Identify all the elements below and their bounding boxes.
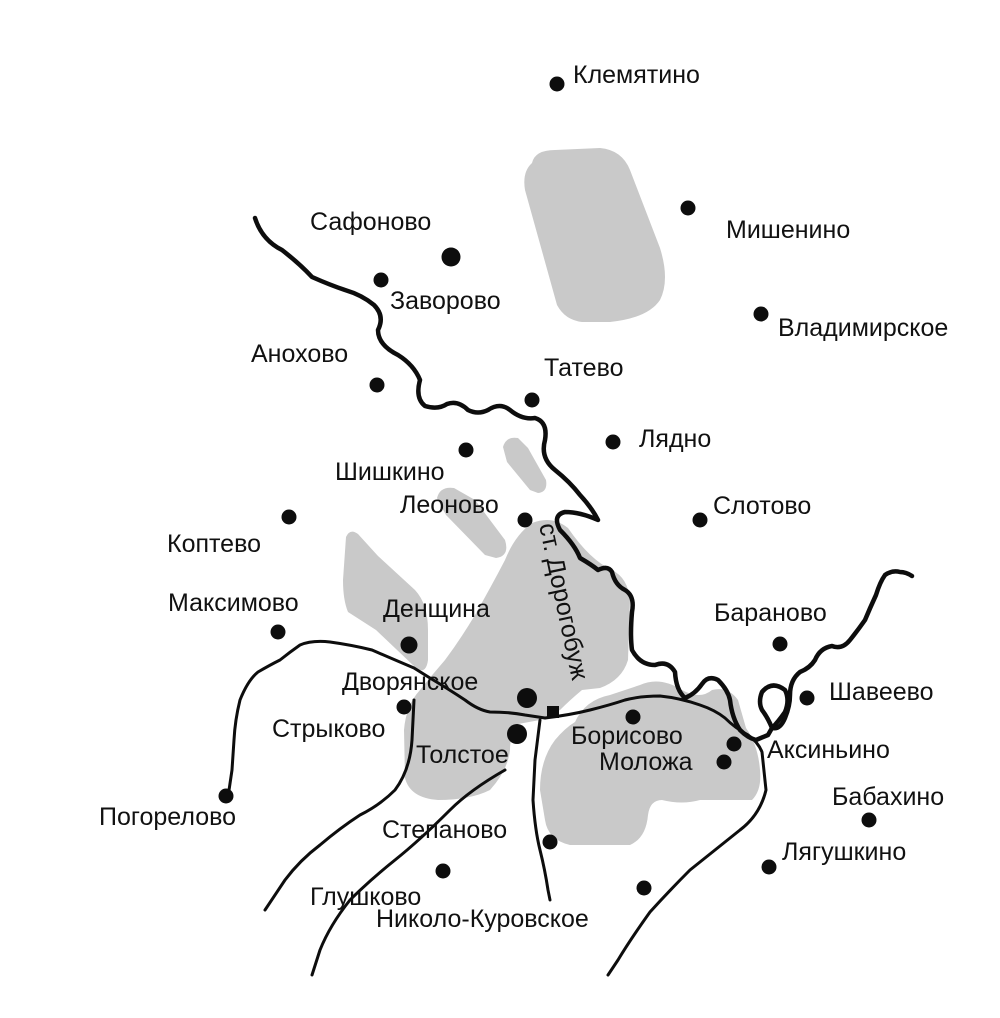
- road-west: [226, 639, 547, 799]
- label-shishkino: Шишкино: [335, 458, 445, 486]
- dot-leonovo: [517, 512, 533, 528]
- dot-tolstoe: [507, 724, 527, 744]
- label-vladimirskoe: Владимирское: [778, 314, 948, 342]
- road-southwest: [263, 698, 416, 912]
- label-pogorelovo: Погорелово: [99, 803, 236, 831]
- label-baranovo: Бараново: [714, 599, 827, 627]
- dot-zavorovo: [373, 272, 389, 288]
- dot-slotovo: [692, 512, 708, 528]
- label-leonovo: Леоново: [400, 491, 499, 519]
- dot-strykovo: [396, 699, 412, 715]
- label-maksimovo: Максимово: [168, 589, 299, 617]
- label-tatevo: Татево: [544, 354, 623, 382]
- shaded-area-strip-leonovo: [437, 487, 507, 558]
- label-denshchina: Денщина: [383, 595, 490, 623]
- road-east: [543, 694, 768, 977]
- dot-denshchina: [400, 636, 418, 654]
- label-strykovo: Стрыково: [272, 715, 385, 743]
- dot-shishkino: [458, 442, 474, 458]
- label-anokhovo: Анохово: [251, 340, 348, 368]
- label-dvoryanskoe: Дворянское: [342, 668, 478, 696]
- label-zavorovo: Заворово: [390, 287, 501, 315]
- dot-koptevo: [281, 509, 297, 525]
- dot-molozha: [716, 754, 732, 770]
- label-safonovo: Сафоново: [310, 208, 431, 236]
- dot-pogorelovo: [218, 788, 234, 804]
- dot-anokhovo: [369, 377, 385, 393]
- dot-klemyatino: [549, 76, 565, 92]
- dot-vladimirskoe: [753, 306, 769, 322]
- dot-nikolo-kurovskoe: [636, 880, 652, 896]
- dot-lyagushkino: [761, 859, 777, 875]
- label-klemyatino: Клемятино: [573, 61, 700, 89]
- label-borisovo: Борисово: [571, 722, 683, 750]
- shaded-area-central: [404, 519, 630, 800]
- shaded-area-north: [524, 148, 665, 322]
- label-aksinino: Аксиньино: [767, 736, 890, 764]
- dot-stepanovo: [542, 834, 558, 850]
- dot-tatevo: [524, 392, 540, 408]
- road-south-central: [531, 718, 552, 902]
- dot-mishenino: [680, 200, 696, 216]
- label-stepanovo: Степаново: [382, 816, 507, 844]
- label-nikolo-kurovskoe: Николо-Куровское: [376, 905, 589, 933]
- dot-lyadno: [605, 434, 621, 450]
- label-lyagushkino: Лягушкино: [782, 838, 906, 866]
- label-mishenino: Мишенино: [726, 216, 850, 244]
- dot-shaveevo: [799, 690, 815, 706]
- label-koptevo: Коптево: [167, 530, 261, 558]
- station-marker: [547, 706, 559, 718]
- dot-safonovo: [441, 247, 461, 267]
- label-glushkovo: Глушково: [310, 883, 421, 911]
- road-south-diagonal: [310, 768, 507, 977]
- label-babakhino: Бабахино: [832, 783, 944, 811]
- label-slotovo: Слотово: [713, 492, 811, 520]
- label-shaveevo: Шавеево: [829, 678, 934, 706]
- dot-aksinino: [726, 736, 742, 752]
- label-lyadno: Лядно: [639, 425, 711, 453]
- label-tolstoe: Толстое: [416, 741, 509, 769]
- dot-baranovo: [772, 636, 788, 652]
- dot-glushkovo: [435, 863, 451, 879]
- shaded-area-strip-small: [503, 437, 547, 493]
- label-molozha: Моложа: [599, 748, 693, 776]
- shaded-area-west: [343, 531, 428, 671]
- shaded-area-east: [540, 681, 761, 845]
- river-tributary-east: [769, 569, 915, 731]
- dot-maksimovo: [270, 624, 286, 640]
- dot-dvoryanskoe: [517, 688, 537, 708]
- dot-babakhino: [861, 812, 877, 828]
- dot-borisovo: [625, 709, 641, 725]
